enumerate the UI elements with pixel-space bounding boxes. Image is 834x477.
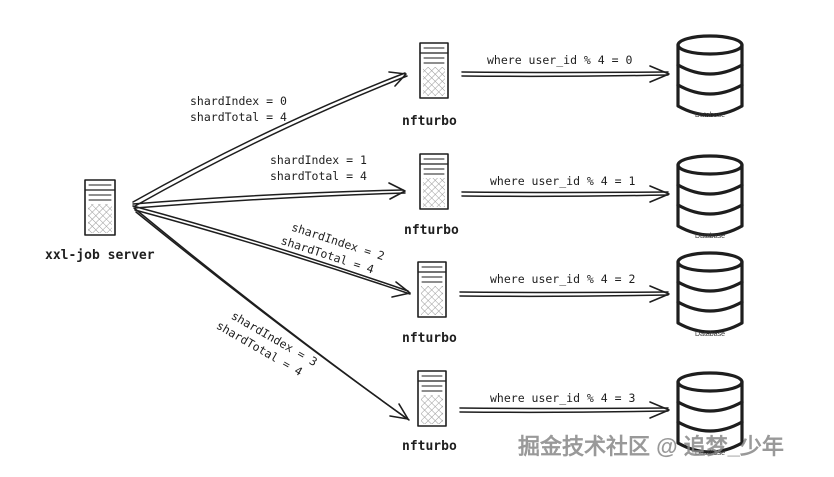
- database-caption: Database: [695, 331, 725, 338]
- shard-total-text: shardTotal = 4: [190, 110, 287, 124]
- query-text: where user_id % 4 = 2: [490, 272, 635, 286]
- shard-index-text: shardIndex = 0: [190, 94, 287, 108]
- node-row-3: nfturbo where user_id % 4 = 3 Database: [402, 370, 744, 457]
- query-text: where user_id % 4 = 3: [490, 391, 635, 405]
- node-row-1: nfturbo where user_id % 4 = 1 Database: [404, 153, 744, 240]
- query-arrow: [459, 285, 670, 303]
- query-arrow: [461, 65, 670, 83]
- server-icon: [417, 370, 447, 427]
- database-caption: Database: [695, 450, 725, 457]
- shard-total-text: shardTotal = 4: [270, 169, 367, 183]
- node-label: nfturbo: [402, 114, 457, 129]
- database-caption: Database: [695, 112, 725, 119]
- shard-index-text: shardIndex = 1: [270, 153, 367, 167]
- database-icon: [676, 34, 744, 117]
- source-label: xxl-job server: [45, 248, 155, 263]
- watermark-text: 掘金技术社区 @ 追梦_少年: [518, 434, 784, 459]
- shard-label-1: shardIndex = 1 shardTotal = 4: [270, 153, 367, 183]
- server-icon: [417, 261, 447, 318]
- node-row-0: nfturbo where user_id % 4 = 0 Database: [402, 34, 744, 129]
- source-server-icon: [84, 179, 116, 236]
- database-icon: [676, 251, 744, 334]
- node-label: nfturbo: [402, 331, 457, 346]
- database-caption: Database: [695, 233, 725, 240]
- query-arrow: [459, 401, 670, 419]
- query-arrow: [461, 185, 670, 203]
- node-label: nfturbo: [402, 439, 457, 454]
- node-row-2: nfturbo where user_id % 4 = 2 Database: [402, 251, 744, 346]
- server-icon: [419, 42, 449, 99]
- query-text: where user_id % 4 = 0: [487, 53, 632, 67]
- query-text: where user_id % 4 = 1: [490, 174, 635, 188]
- dispatch-arrows: [132, 71, 411, 421]
- shard-label-2: shardIndex = 2 shardTotal = 4: [279, 220, 386, 277]
- database-icon: [676, 154, 744, 237]
- database-icon: [676, 371, 744, 454]
- server-icon: [419, 153, 449, 210]
- node-label: nfturbo: [404, 223, 459, 238]
- shard-label-0: shardIndex = 0 shardTotal = 4: [190, 94, 287, 124]
